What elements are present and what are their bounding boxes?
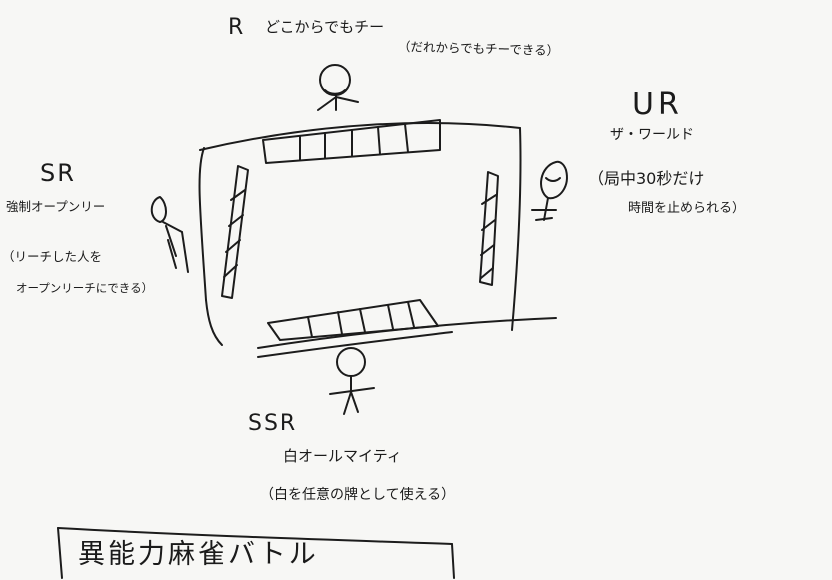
bottom-player-skill-name: 白オールマイティ xyxy=(283,447,402,465)
bottom-player-figure xyxy=(329,347,375,415)
table-outline xyxy=(198,122,557,358)
bottom-player-rank: SSR xyxy=(248,411,298,436)
left-player-skill-name: 強制オープンリー xyxy=(6,199,106,214)
top-player-figure xyxy=(317,64,359,111)
left-player-rank: SR xyxy=(40,159,76,187)
right-player-skill-name: ザ・ワールド xyxy=(610,127,694,143)
title-box xyxy=(57,527,455,579)
top-player-rank: R xyxy=(228,15,246,40)
bottom-player-skill-note: （白を任意の牌として使える） xyxy=(260,487,456,503)
right-tile-rack xyxy=(479,171,499,286)
right-player-skill-note-line1: （局中30秒だけ xyxy=(588,169,705,188)
left-player-figure xyxy=(150,196,189,273)
left-tile-rack xyxy=(221,165,249,299)
right-player-rank: UR xyxy=(632,87,683,122)
left-player-skill-note-line1: （リーチした人を xyxy=(2,249,103,264)
right-player-skill-note-line2: 時間を止められる） xyxy=(628,201,746,216)
left-player-skill-note-line2: オープンリーチにできる） xyxy=(16,281,154,295)
top-tile-rack xyxy=(262,119,441,164)
bottom-tile-rack xyxy=(267,299,439,341)
right-player-figure xyxy=(531,160,568,221)
top-player-skill-name: どこからでもチー xyxy=(265,18,385,36)
game-title: 異能力麻雀バトル xyxy=(78,539,319,570)
